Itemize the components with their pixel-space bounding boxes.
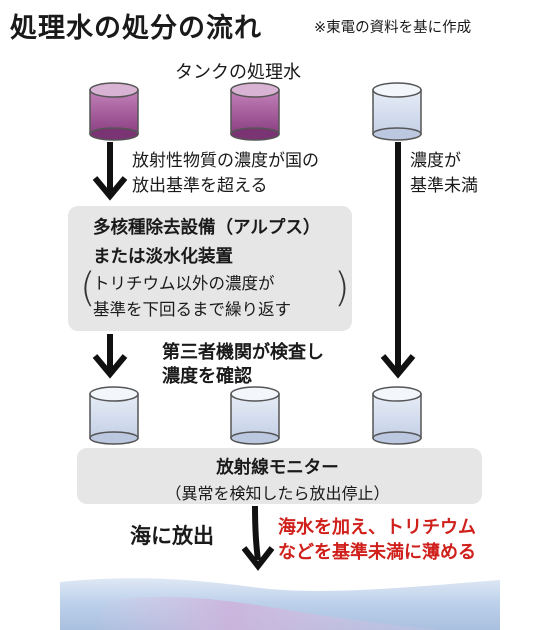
alps-process-box (68, 206, 352, 331)
monitor-box-line2: （異常を検知したら放出停止） (165, 484, 390, 503)
condition-over-line2: 放出基準を超える (132, 176, 268, 196)
inspection-line2: 濃度を確認 (162, 366, 252, 387)
condition-under-line1: 濃度が (410, 151, 461, 171)
tank-icon (372, 386, 422, 445)
tank-icon (230, 386, 280, 445)
right-paren: ) (334, 265, 350, 311)
inspection-line1: 第三者機関が検査し (162, 342, 324, 363)
diagram-title: 処理水の処分の流れ (10, 13, 262, 44)
alps-box-line2: または淡水化装置 (93, 247, 233, 267)
left-paren: ( (80, 265, 96, 311)
down-arrow-icon (92, 142, 128, 201)
alps-box-note1: トリチウム以外の濃度が (93, 274, 275, 293)
tank-icon (89, 386, 139, 445)
down-arrow-icon (92, 334, 128, 379)
sea-release-label: 海に放出 (130, 524, 214, 548)
sea-wave (60, 578, 500, 630)
tank-icon (372, 82, 422, 141)
condition-over-line1: 放射性物質の濃度が国の (132, 151, 319, 171)
radiation-monitor-box (77, 448, 482, 504)
tank-icon (89, 82, 139, 141)
condition-under-line2: 基準未満 (410, 176, 478, 196)
down-arrow-icon (380, 142, 416, 379)
dilution-note-line2: などを基準未満に薄める (278, 542, 476, 563)
dilution-note-line1: 海水を加え、トリチウム (278, 517, 476, 538)
monitor-box-line1: 放射線モニター (216, 458, 339, 478)
curved-arrow-icon (241, 505, 275, 571)
tank-icon (230, 82, 280, 141)
alps-box-note2: 基準を下回るまで繰り返す (93, 300, 291, 319)
tank-label: タンクの処理水 (175, 62, 301, 83)
source-note: ※東電の資料を基に作成 (314, 20, 472, 36)
alps-box-line1: 多核種除去設備（アルプス） (93, 218, 321, 238)
